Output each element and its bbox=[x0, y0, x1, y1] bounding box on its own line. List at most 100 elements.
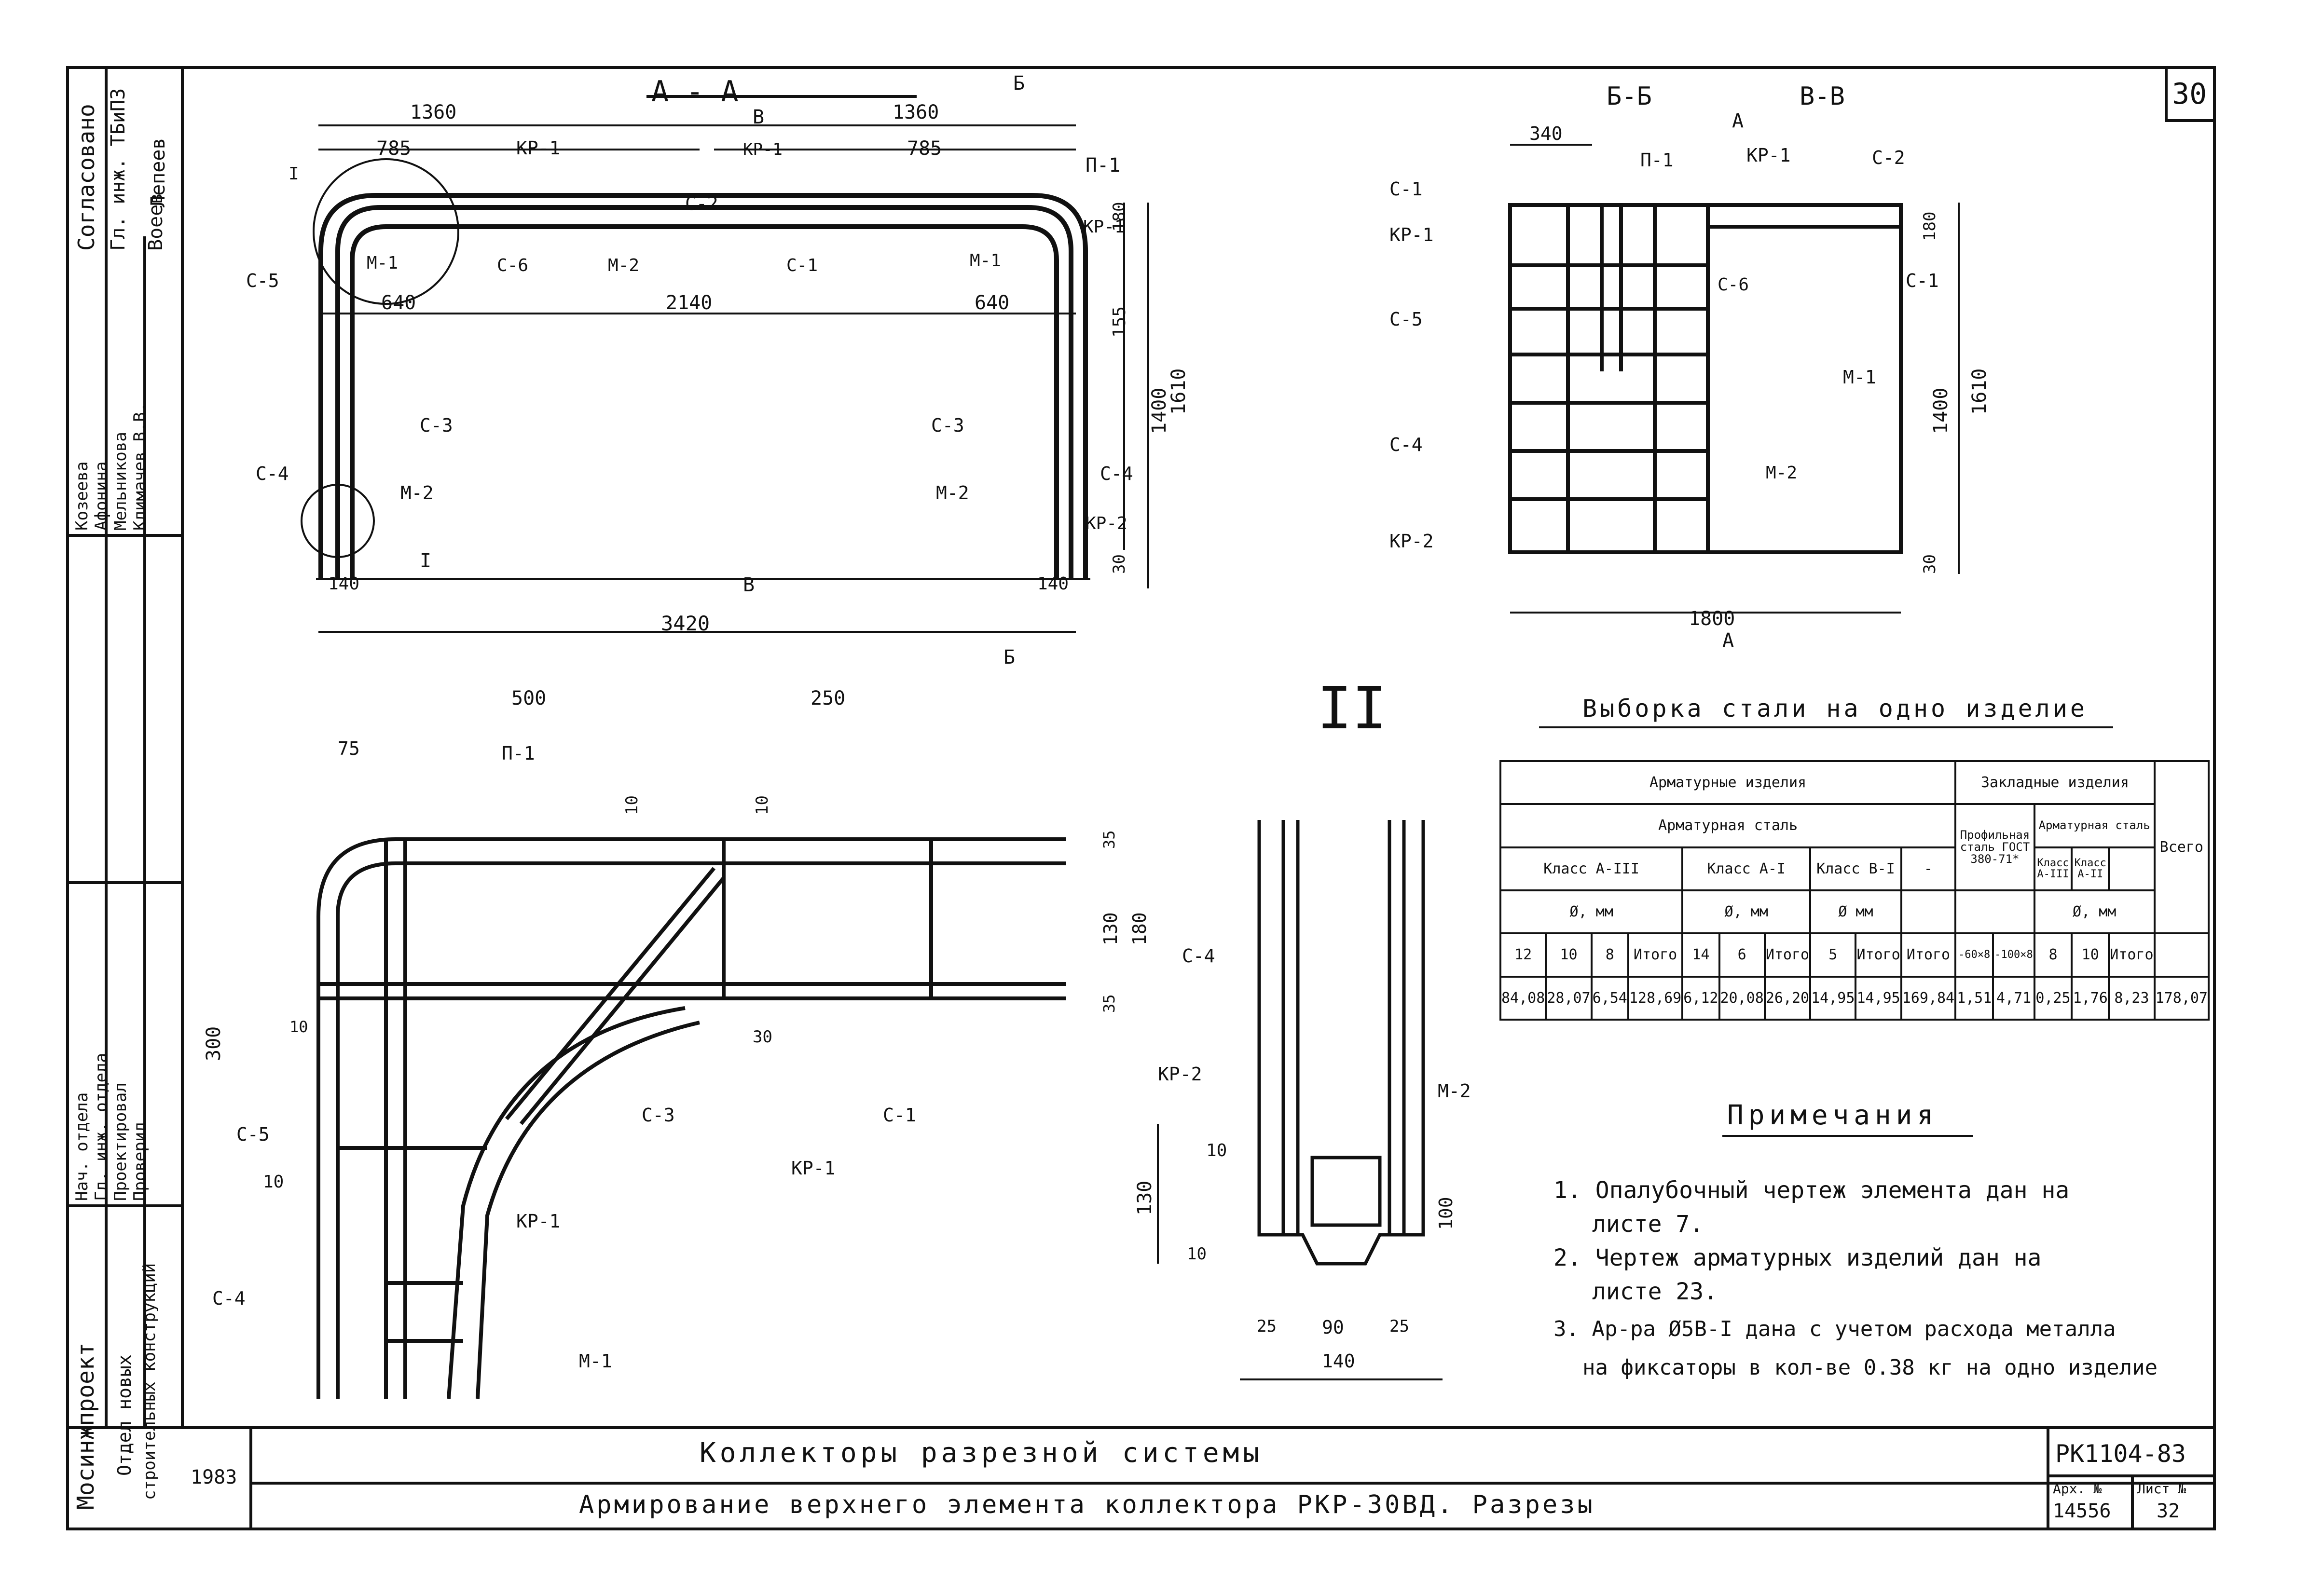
th-total-all: Всего bbox=[2153, 760, 2210, 935]
td-diam: 10 bbox=[1545, 932, 1593, 978]
td-diam: Итого bbox=[1763, 932, 1812, 978]
dim-180-aa: 180 bbox=[1110, 202, 1129, 232]
label-c6-vv: С-6 bbox=[1718, 275, 1749, 295]
td-diam: 8 bbox=[2033, 932, 2073, 978]
dim-1800: 1800 bbox=[1689, 608, 1735, 630]
stamp-dept-line2: строительных конструкций bbox=[140, 1263, 159, 1500]
title-year: 1983 bbox=[191, 1466, 237, 1488]
dim-2140: 2140 bbox=[666, 292, 713, 314]
title-line-1: Коллекторы разрезной системы bbox=[700, 1437, 1264, 1469]
td-diam: 10 bbox=[2071, 932, 2110, 978]
dim-130-cross: 130 bbox=[1134, 1180, 1156, 1215]
stamp-approval-name: Лепеев bbox=[147, 137, 169, 208]
cut-mark-v-bottom: В bbox=[743, 574, 755, 596]
dim-785-left: 785 bbox=[376, 137, 412, 160]
label-c5-detail: С-5 bbox=[236, 1124, 270, 1145]
th-dash: - bbox=[1900, 846, 1957, 891]
td-value: 6,12 bbox=[1681, 975, 1720, 1021]
note-2a: 2. Чертеж арматурных изделий дан на bbox=[1553, 1244, 2042, 1271]
label-c2-vv: С-2 bbox=[1872, 147, 1905, 168]
label-kr1-bb: КР-1 bbox=[1389, 224, 1434, 246]
td-value: 128,69 bbox=[1627, 975, 1684, 1021]
label-m2-cross: М-2 bbox=[1438, 1080, 1471, 1102]
dim-3420: 3420 bbox=[661, 612, 710, 635]
td-diam: Итого bbox=[2108, 932, 2156, 978]
note-3a: 3. Ар-ра Ø5В-I дана с учетом расхода мет… bbox=[1553, 1317, 2116, 1341]
td-diam: 14 bbox=[1681, 932, 1720, 978]
td-value: 1,51 bbox=[1954, 975, 1994, 1021]
stamp-author-1: Козеева bbox=[72, 461, 92, 531]
dim-10-top-a: 10 bbox=[622, 795, 642, 815]
dim-75: 75 bbox=[338, 738, 360, 759]
stamp-approval-role: Гл. инж. ТБиПЗ bbox=[107, 88, 129, 251]
label-kr2-bb: КР-2 bbox=[1389, 531, 1434, 552]
note-2b: листе 23. bbox=[1592, 1278, 1718, 1305]
note-1a: 1. Опалубочный чертеж элемента дан на bbox=[1553, 1177, 2070, 1204]
th-phi-2: Ø, мм bbox=[1681, 889, 1812, 935]
title-arch-no: 14556 bbox=[2053, 1500, 2111, 1522]
cut-mark-b-bottom: Б bbox=[1003, 646, 1016, 668]
th-class-a3: Класс А-III bbox=[1499, 846, 1684, 891]
td-value: 28,07 bbox=[1545, 975, 1593, 1021]
label-kr2-aa: КР-2 bbox=[1086, 514, 1127, 533]
td-diam: Итого bbox=[1627, 932, 1684, 978]
notes-title: Примечания bbox=[1727, 1100, 1938, 1131]
td-diam: -100×8 bbox=[1992, 932, 2035, 978]
th-rebar-steel-2: Арматурная сталь bbox=[2033, 803, 2156, 848]
label-m1-aa-left: М-1 bbox=[367, 253, 399, 273]
label-p1-detail: П-1 bbox=[502, 743, 535, 764]
detail-mark-i-bottom: I bbox=[420, 550, 432, 572]
stamp-org: Мосинжпроект bbox=[72, 1342, 99, 1510]
dim-130-detail: 130 bbox=[1100, 912, 1121, 945]
label-p1-aa: П-1 bbox=[1086, 154, 1121, 177]
label-c1-vv: С-1 bbox=[1906, 270, 1939, 291]
label-m1-aa-right: М-1 bbox=[970, 251, 1002, 271]
dim-300: 300 bbox=[203, 1026, 225, 1061]
stamp-author-4: Климачев В.В. bbox=[130, 402, 150, 531]
dim-30-detail: 30 bbox=[753, 1027, 772, 1047]
label-c6-aa: С-6 bbox=[497, 256, 529, 275]
dim-1610-bb: 1610 bbox=[1968, 368, 1991, 415]
dim-10-lower: 10 bbox=[263, 1172, 284, 1192]
stamp-role-3: Проектировал bbox=[111, 1082, 130, 1201]
title-line-2: Армирование верхнего элемента коллектора… bbox=[579, 1490, 1595, 1519]
stamp-author-3: Мельникова bbox=[111, 432, 130, 531]
label-kr1-detail-b: КР-1 bbox=[516, 1211, 561, 1232]
label-c3-aa-left: С-3 bbox=[420, 415, 453, 436]
title-sheet-label: Лист № bbox=[2137, 1481, 2186, 1497]
section-aa-label: А - А bbox=[651, 75, 739, 109]
stamp-role-2: Гл. инж. отдела bbox=[92, 1052, 111, 1201]
td-value: 1,76 bbox=[2071, 975, 2110, 1021]
dim-340: 340 bbox=[1529, 123, 1563, 144]
label-c4-cross: С-4 bbox=[1182, 945, 1215, 967]
note-1b: листе 7. bbox=[1592, 1211, 1704, 1238]
label-kr1-vv: КР-1 bbox=[1746, 145, 1791, 166]
label-c1-detail: С-1 bbox=[883, 1105, 916, 1126]
td-value: 14,95 bbox=[1809, 975, 1857, 1021]
title-sheet-no: 32 bbox=[2157, 1500, 2180, 1522]
dim-640-left: 640 bbox=[381, 292, 416, 314]
label-m1-vv: М-1 bbox=[1843, 367, 1876, 388]
th-embedded: Закладные изделия bbox=[1954, 760, 2156, 805]
td-diam: 12 bbox=[1499, 932, 1547, 978]
dim-1400-bb: 1400 bbox=[1930, 387, 1952, 434]
dim-140-left: 140 bbox=[328, 574, 360, 594]
label-m2-vv: М-2 bbox=[1766, 463, 1798, 483]
th-phi-4: Ø, мм bbox=[2033, 889, 2156, 935]
dim-25-left: 25 bbox=[1257, 1317, 1277, 1336]
label-kr1-aa-right: КР-1 bbox=[1083, 217, 1125, 237]
dim-100-cross: 100 bbox=[1435, 1197, 1457, 1230]
td-diam: 6 bbox=[1718, 932, 1766, 978]
label-m1-detail: М-1 bbox=[579, 1350, 612, 1372]
th-profile-steel: Профильная сталь ГОСТ 380-71* bbox=[1954, 803, 2035, 891]
dim-140-right: 140 bbox=[1037, 574, 1069, 594]
section-bb-label: Б-Б bbox=[1607, 82, 1652, 111]
td-value: 4,71 bbox=[1992, 975, 2035, 1021]
stamp-role-4: Проверил bbox=[130, 1122, 150, 1201]
td-diam: Итого bbox=[1900, 932, 1957, 978]
dim-155: 155 bbox=[1110, 306, 1129, 338]
td-diam: 8 bbox=[1590, 932, 1629, 978]
steel-table-title: Выборка стали на одно изделие bbox=[1582, 695, 2088, 723]
detail-two-label: II bbox=[1317, 675, 1387, 742]
label-m2-aa-right: М-2 bbox=[936, 482, 969, 504]
